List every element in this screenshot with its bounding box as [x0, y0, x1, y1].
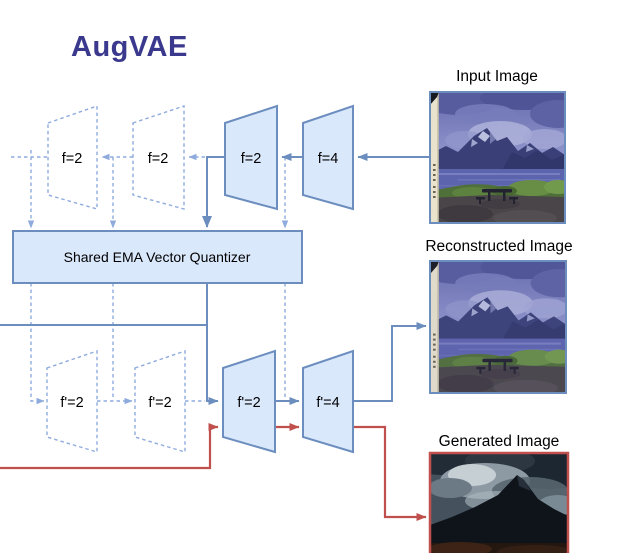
generated-image-border: [428, 451, 570, 553]
reconstructed-image-border: [429, 260, 567, 394]
decoder-block-label: f'=2: [60, 395, 83, 411]
encoder-block-f4: [302, 104, 354, 211]
generated-image: Generated Image: [428, 433, 570, 553]
generated-image-label: Generated Image: [439, 433, 560, 450]
input-image-label: Input Image: [456, 68, 538, 85]
quantizer-label: Shared EMA Vector Quantizer: [64, 249, 251, 265]
decoder-row: f'=2 f'=2 f'=2 f'=4: [46, 349, 354, 454]
encoder-block-dashed-2: [132, 105, 185, 210]
diagram-title: AugVAE: [71, 31, 188, 63]
input-image: Input Image: [429, 68, 566, 224]
solid-flow-lines: [0, 153, 429, 405]
encoder-block-label: f=4: [318, 151, 339, 167]
decoder-block-f2: [222, 349, 276, 454]
reconstruction-arrow: [353, 322, 427, 402]
reconstructed-image: Reconstructed Image: [425, 238, 573, 394]
generation-in-arrow: [0, 423, 219, 470]
generation-out-arrow: [353, 425, 427, 521]
quantizer-box: [12, 230, 303, 284]
f2-to-quantizer-arrow: [202, 156, 225, 228]
decoder-block-label: f'=2: [148, 395, 171, 411]
encoder-block-label: f=2: [148, 151, 169, 167]
decoder-block-dashed-2: [134, 350, 186, 453]
decoder-block-label: f'=2: [237, 395, 260, 411]
decoder-block-dashed-1: [46, 350, 98, 453]
input-image-border: [429, 91, 566, 224]
generation-path-lines: [0, 423, 427, 521]
decoder-block-f4: [302, 349, 354, 454]
decoder-block-label: f'=4: [316, 395, 339, 411]
quantizer-to-decoder-arrow: [206, 283, 219, 405]
encoder-row: f=2 f=2 f=2 f=4: [47, 104, 354, 211]
encoder-block-label: f=2: [62, 151, 83, 167]
encoder-block-f2: [224, 104, 278, 211]
reconstructed-image-label: Reconstructed Image: [425, 238, 572, 255]
quantizer-out-1: [30, 283, 45, 405]
quantizer: Shared EMA Vector Quantizer: [12, 230, 303, 284]
dashed-flow-lines: [8, 150, 289, 405]
encoder-block-label: f=2: [241, 151, 262, 167]
reconstructed-image-photo: [430, 261, 566, 393]
input-image-photo: [430, 92, 565, 223]
encoder-block-dashed-1: [47, 105, 98, 210]
